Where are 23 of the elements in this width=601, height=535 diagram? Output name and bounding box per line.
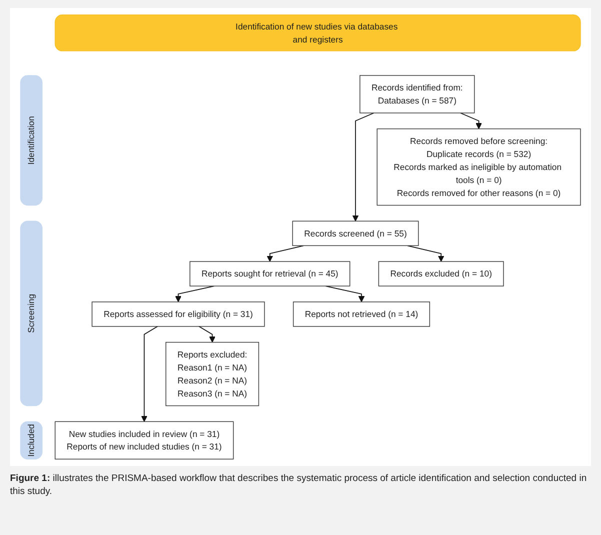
node-box [376, 128, 581, 206]
arrow [141, 326, 158, 422]
node-box [190, 261, 350, 286]
figure-background: Identification of new studies via databases and registers Identification Records identified from: Databases (n = 587) Records removed before screening: Duplicate records (n = 532) Records marked as ineligible by automation tools (n = 0) Records removed for other reasons (n = 0) Screening Records screened (n = 55) Reports sought for retrieval (n = 45) Records excluded (n = 10) Reports assessed for eligibility (n = 31) Reports not retrieved (n = 14) Reports excluded: Reason1 (n = NA) Reason2 (n = NA) Reason3 (n = NA) Included New studies included in review (n = 31) Reports of new included studies (n = 31) [10, 8, 591, 466]
node-box [20, 421, 42, 460]
arrow [407, 245, 444, 262]
arrow [460, 112, 482, 130]
arrow [325, 286, 365, 302]
arrow [352, 112, 374, 222]
node-box [54, 421, 234, 460]
node-box [360, 75, 475, 114]
node-box [20, 75, 42, 206]
node-box [378, 261, 504, 286]
arrow [175, 286, 215, 302]
node-box [20, 220, 42, 406]
node-box [292, 220, 419, 246]
node-box [92, 302, 265, 327]
node-box [166, 342, 260, 406]
node-box [292, 302, 430, 327]
node-box [54, 14, 581, 52]
arrow [266, 245, 304, 262]
arrow [198, 326, 216, 343]
figure-caption: Figure 1: illustrates the PRISMA-based workflow that describes the systematic process of article identification and selection conducted in this study. [10, 472, 588, 499]
